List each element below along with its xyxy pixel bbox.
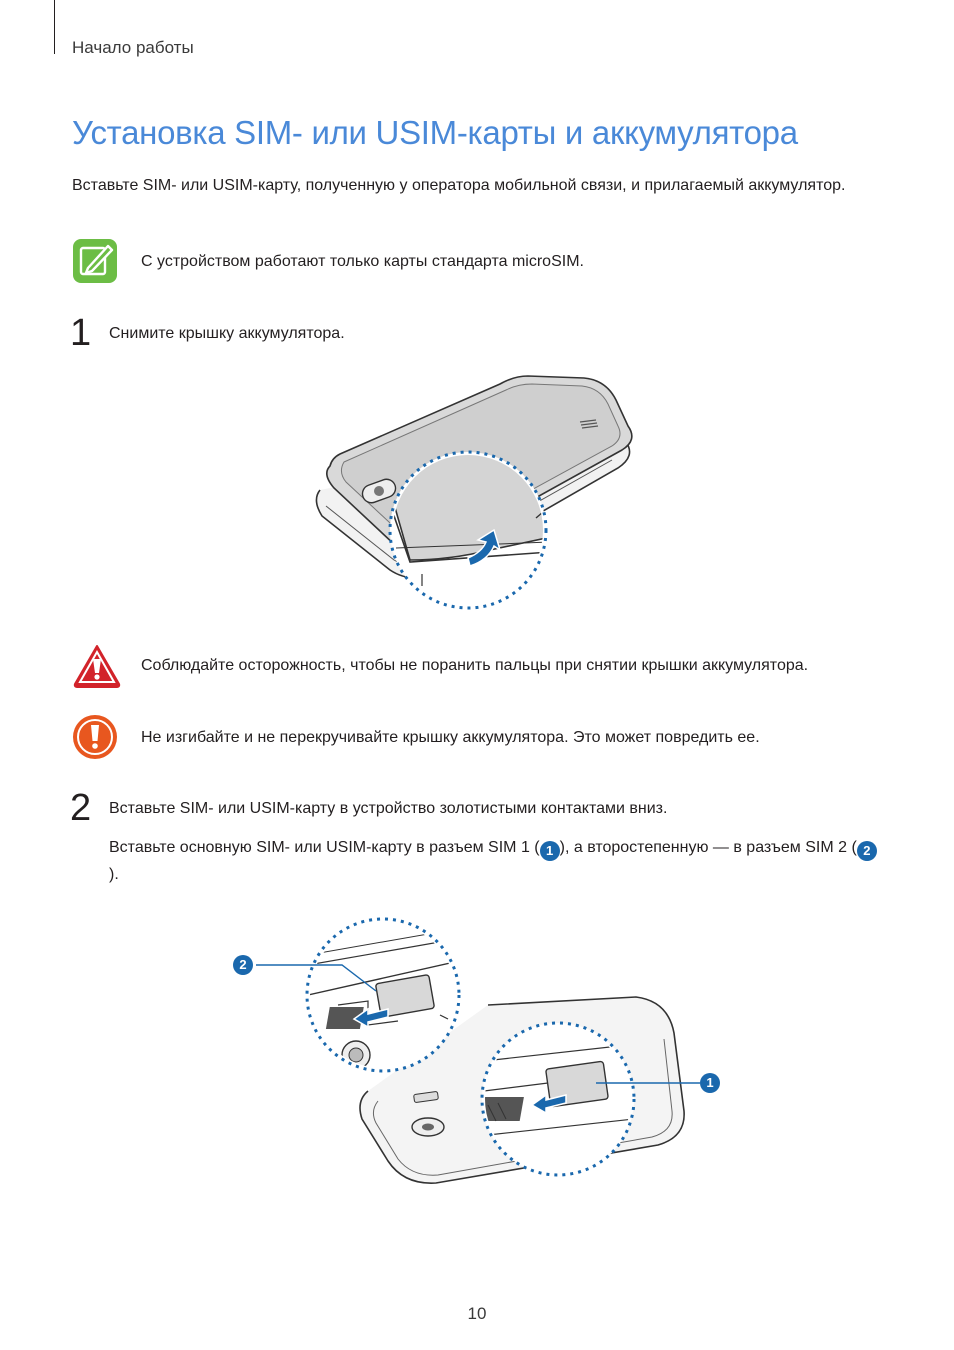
step-number: 1 xyxy=(70,312,92,354)
step-text: Снимите крышку аккумулятора. xyxy=(109,325,345,342)
header-rule xyxy=(54,0,55,54)
step-number: 2 xyxy=(70,787,92,829)
battery-cover-removal-illustration xyxy=(300,370,650,610)
warning-text: Соблюдайте осторожность, чтобы не порани… xyxy=(141,657,809,674)
step-detail-part: ). xyxy=(109,866,119,883)
note-icon xyxy=(72,238,118,284)
callout-1-marker: 1 xyxy=(700,1073,720,1093)
caution-circle-icon xyxy=(72,714,118,760)
page-number: 10 xyxy=(467,1304,487,1323)
step-detail-part: Вставьте основную SIM- или USIM-карту в … xyxy=(109,839,540,856)
step-text: Вставьте SIM- или USIM-карту в устройств… xyxy=(109,800,668,817)
sim-insertion-illustration: 2 1 xyxy=(228,915,728,1200)
note-text: С устройством работают только карты стан… xyxy=(141,253,584,270)
callout-2-marker: 2 xyxy=(233,955,253,975)
sim2-marker: 2 xyxy=(856,841,877,861)
sim1-marker: 1 xyxy=(539,841,560,861)
caution-text: Не изгибайте и не перекручивайте крышку … xyxy=(141,729,760,746)
page-title: Установка SIM- или USIM-карты и аккумуля… xyxy=(72,114,798,151)
step-detail-part: ), а второстепенную — в разъем SIM 2 ( xyxy=(559,839,857,856)
warning-triangle-icon xyxy=(72,643,122,689)
step-detail: Вставьте основную SIM- или USIM-карту в … xyxy=(109,834,884,888)
section-header: Начало работы xyxy=(72,38,194,57)
intro-paragraph: Вставьте SIM- или USIM-карту, полученную… xyxy=(72,177,846,194)
